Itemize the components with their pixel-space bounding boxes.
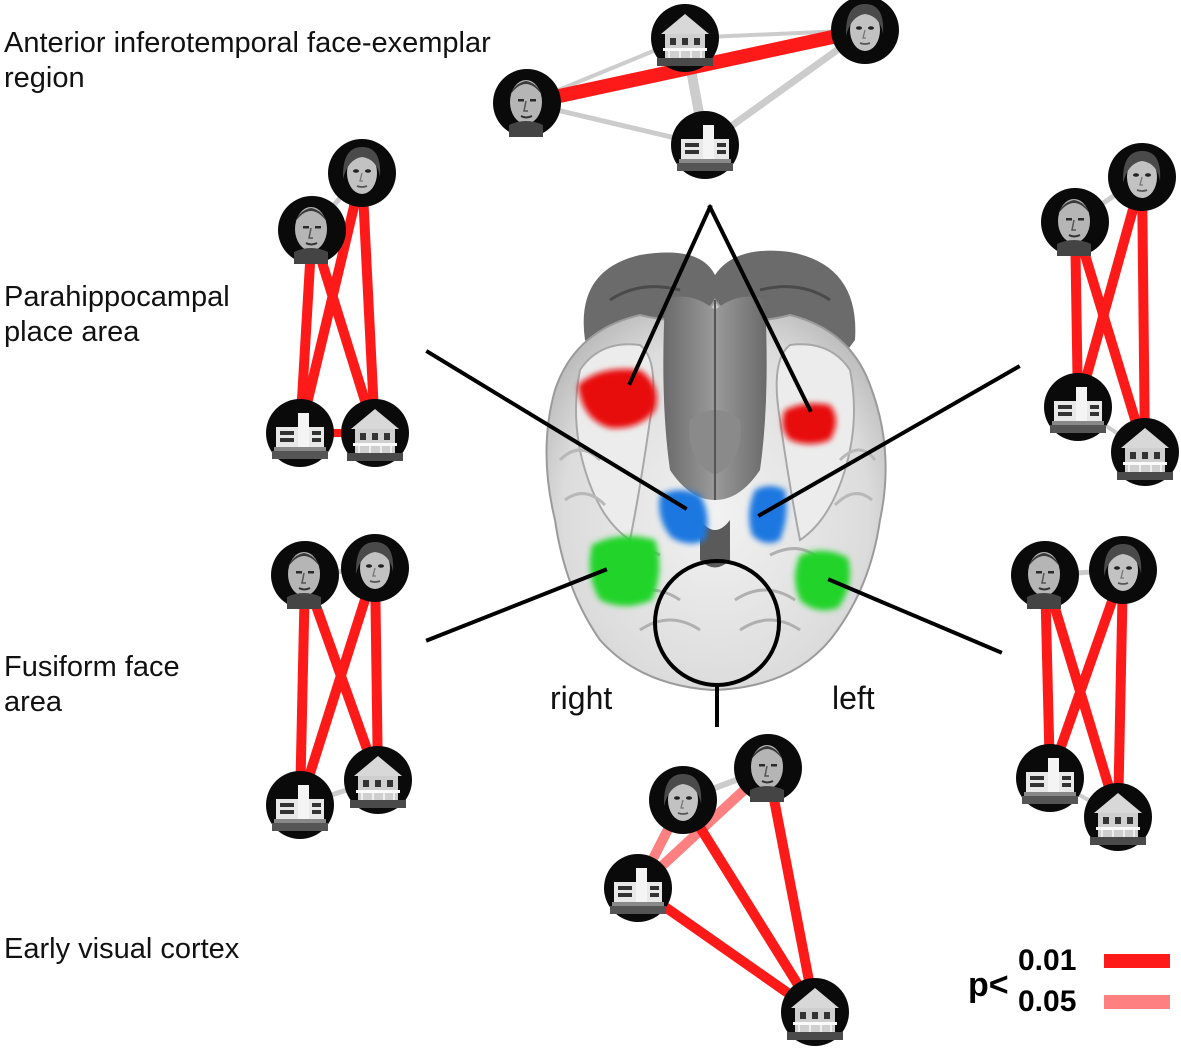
modern-house-icon	[1016, 744, 1084, 812]
ppa-label-line1: Parahippocampal	[4, 281, 230, 313]
legend-p-prefix: p<	[968, 966, 1009, 1004]
male-face-icon	[492, 68, 562, 138]
male-face-icon	[277, 195, 347, 265]
evc-roi-circle	[653, 559, 781, 687]
ppa-roi-right	[659, 490, 708, 544]
modern-house-icon	[604, 854, 672, 922]
legend-value-strong: 0.01	[1018, 944, 1077, 977]
ppa-label: Parahippocampal place area	[4, 280, 230, 350]
ppa-label-line2: place area	[4, 316, 140, 348]
legend-swatch-strong	[1104, 954, 1170, 968]
male-face-icon	[1010, 540, 1080, 610]
modern-house-icon	[671, 111, 739, 179]
ffa-roi-left	[795, 550, 851, 611]
ait-roi-right	[578, 369, 657, 429]
ppa-left-network	[1040, 142, 1179, 486]
old-house-icon	[781, 978, 849, 1046]
female-face-icon	[830, 0, 900, 65]
ppa-roi-left	[749, 486, 787, 544]
ait-label-line1: Anterior inferotemporal face-exemplar	[4, 27, 491, 59]
pointer-lines	[425, 204, 1021, 727]
female-face-icon	[648, 765, 718, 835]
male-face-icon	[1040, 187, 1110, 257]
male-face-icon	[270, 540, 340, 610]
ffa-left-network	[1010, 535, 1158, 851]
brain-ventral-view	[545, 250, 887, 692]
modern-house-icon	[266, 399, 334, 467]
old-house-icon	[341, 399, 409, 467]
evc-label-line1: Early visual cortex	[4, 933, 240, 965]
male-face-icon	[733, 733, 803, 803]
ait-roi-left	[782, 403, 836, 444]
evc-network	[604, 733, 849, 1046]
ait-label-line2: region	[4, 62, 85, 94]
ffa-roi-right	[589, 536, 660, 606]
female-face-icon	[1088, 535, 1158, 605]
ffa-label-line2: area	[4, 686, 63, 718]
female-face-icon	[327, 138, 397, 208]
ait-label: Anterior inferotemporal face-exemplar re…	[4, 26, 491, 96]
left-hemisphere-label: left	[832, 680, 875, 716]
ffa-label: Fusiform face area	[4, 650, 180, 720]
ffa-label-line1: Fusiform face	[4, 651, 180, 683]
legend-value-weak: 0.05	[1018, 985, 1077, 1018]
ffa-right-network	[266, 533, 412, 839]
old-house-icon	[1111, 418, 1179, 486]
modern-house-icon	[266, 771, 334, 839]
ait-network	[492, 0, 900, 179]
ppa-right-network	[266, 138, 409, 467]
right-hemisphere-label: right	[550, 680, 613, 716]
old-house-icon	[344, 746, 412, 814]
old-house-icon	[651, 4, 719, 72]
legend-swatch-weak	[1104, 995, 1170, 1009]
old-house-icon	[1084, 783, 1152, 851]
female-face-icon	[1107, 142, 1177, 212]
female-face-icon	[340, 533, 410, 603]
evc-label: Early visual cortex	[4, 932, 239, 967]
modern-house-icon	[1044, 373, 1112, 441]
